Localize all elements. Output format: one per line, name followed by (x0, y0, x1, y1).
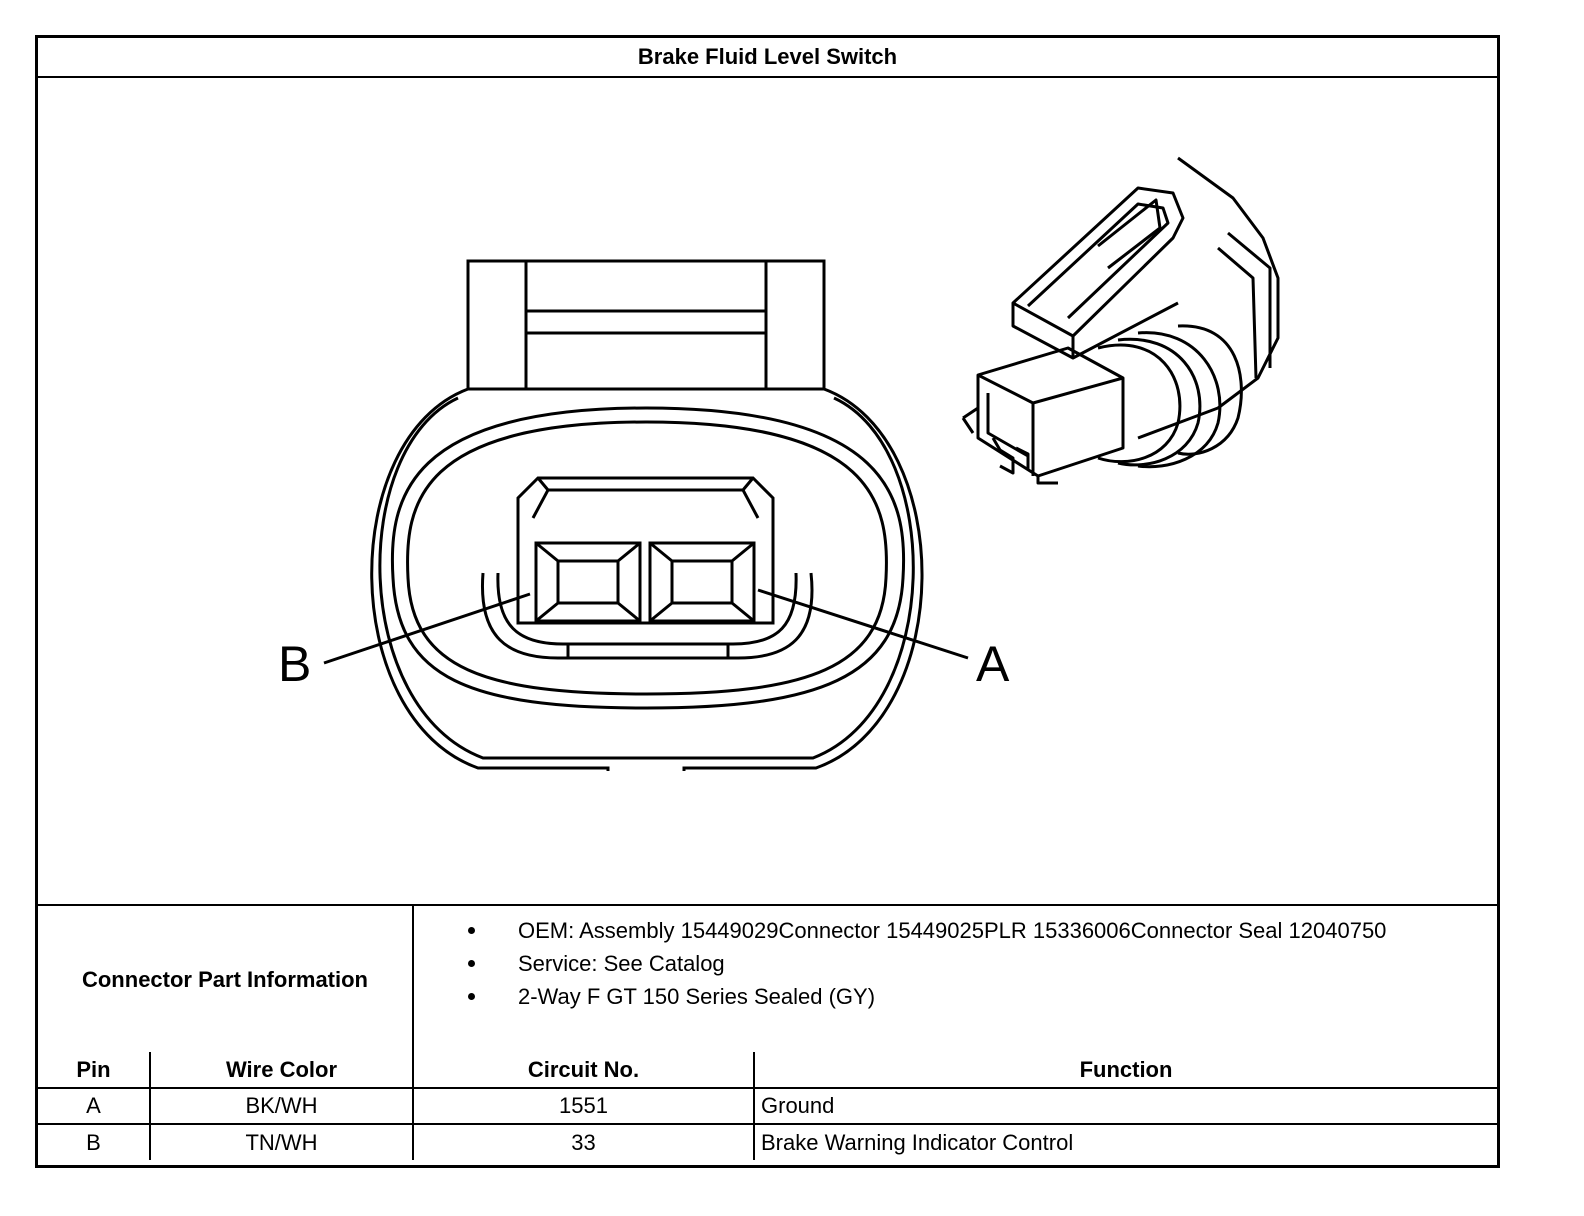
cell-circuit: 33 (412, 1123, 755, 1160)
connector-diagram: B A (38, 78, 1497, 904)
bullet-icon (468, 993, 475, 1000)
part-info-item: 2-Way F GT 150 Series Sealed (GY) (414, 980, 1497, 1013)
connector-sheet: Brake Fluid Level Switch (35, 35, 1500, 1168)
pin-a-leader (757, 588, 969, 660)
connector-part-info: Connector Part Information OEM: Assembly… (38, 904, 1497, 1054)
cell-wire-color: TN/WH (149, 1123, 414, 1160)
bullet-icon (468, 927, 475, 934)
connector-isometric-view (961, 156, 1280, 485)
bullet-icon (468, 960, 475, 967)
header-wire-color: Wire Color (149, 1052, 414, 1089)
pin-table: Pin Wire Color Circuit No. Function A BK… (38, 1052, 1497, 1160)
pin-b-label: B (278, 636, 311, 692)
part-info-item: Service: See Catalog (414, 947, 1497, 980)
part-info-text: OEM: Assembly 15449029Connector 15449025… (518, 918, 1387, 943)
pin-a-label: A (976, 636, 1010, 692)
cell-function: Ground (753, 1087, 1497, 1125)
table-row: A BK/WH 1551 Ground (38, 1087, 1497, 1125)
part-info-list: OEM: Assembly 15449029Connector 15449025… (414, 914, 1497, 1013)
header-function: Function (753, 1052, 1497, 1089)
cell-function: Brake Warning Indicator Control (753, 1123, 1497, 1160)
cell-pin: A (38, 1087, 151, 1125)
part-info-item: OEM: Assembly 15449029Connector 15449025… (414, 914, 1497, 947)
cell-pin: B (38, 1123, 151, 1160)
pin-table-header: Pin Wire Color Circuit No. Function (38, 1052, 1497, 1089)
header-circuit: Circuit No. (412, 1052, 755, 1089)
header-pin: Pin (38, 1052, 151, 1089)
part-info-text: 2-Way F GT 150 Series Sealed (GY) (518, 984, 876, 1009)
part-info-label: Connector Part Information (38, 906, 414, 1054)
part-info-text: Service: See Catalog (518, 951, 725, 976)
cell-circuit: 1551 (412, 1087, 755, 1125)
pin-b-leader (323, 592, 531, 665)
connector-face-view (323, 259, 969, 771)
table-row: B TN/WH 33 Brake Warning Indicator Contr… (38, 1123, 1497, 1160)
cell-wire-color: BK/WH (149, 1087, 414, 1125)
connector-drawing: B A (278, 156, 1280, 771)
page-title: Brake Fluid Level Switch (38, 38, 1497, 78)
